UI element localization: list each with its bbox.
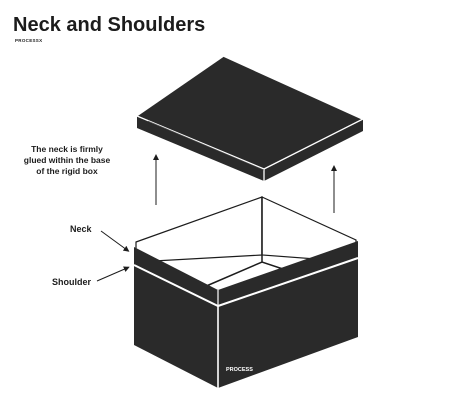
page-title: Neck and Shoulders [13, 14, 206, 36]
neck-leader-arrow [100, 230, 130, 252]
neck-annotation: The neck is firmly glued within the base… [14, 144, 120, 177]
annotation-line-3: of the rigid box [36, 166, 98, 176]
lid-inner-edge [147, 120, 265, 171]
lid-right-side [264, 119, 363, 181]
lid-rim-front [136, 115, 265, 170]
lid-top-face [137, 56, 363, 169]
neck-label: Neck [70, 224, 92, 234]
brand-logo: PROCESSX [15, 38, 42, 43]
lid-edge-top [223, 55, 364, 120]
shoulder-leader-arrow [96, 266, 130, 282]
neck-back-left [135, 196, 263, 263]
annotation-line-2: glued within the base [23, 155, 111, 165]
lid-edge-left-top [136, 55, 225, 117]
lid-front-side [137, 116, 264, 181]
box-base: PROCESS [133, 196, 359, 388]
lid-rim-right [263, 118, 364, 170]
box-lid [136, 55, 364, 181]
brand-logo-text: PROCESS [15, 38, 40, 43]
shoulder-label: Shoulder [52, 277, 92, 287]
base-right-face [218, 241, 358, 388]
base-front-face [134, 247, 218, 388]
box-brand-text: PROCESS [226, 367, 253, 373]
annotation-line-1: The neck is firmly [31, 144, 103, 154]
brand-logo-suffix: X [39, 38, 43, 43]
